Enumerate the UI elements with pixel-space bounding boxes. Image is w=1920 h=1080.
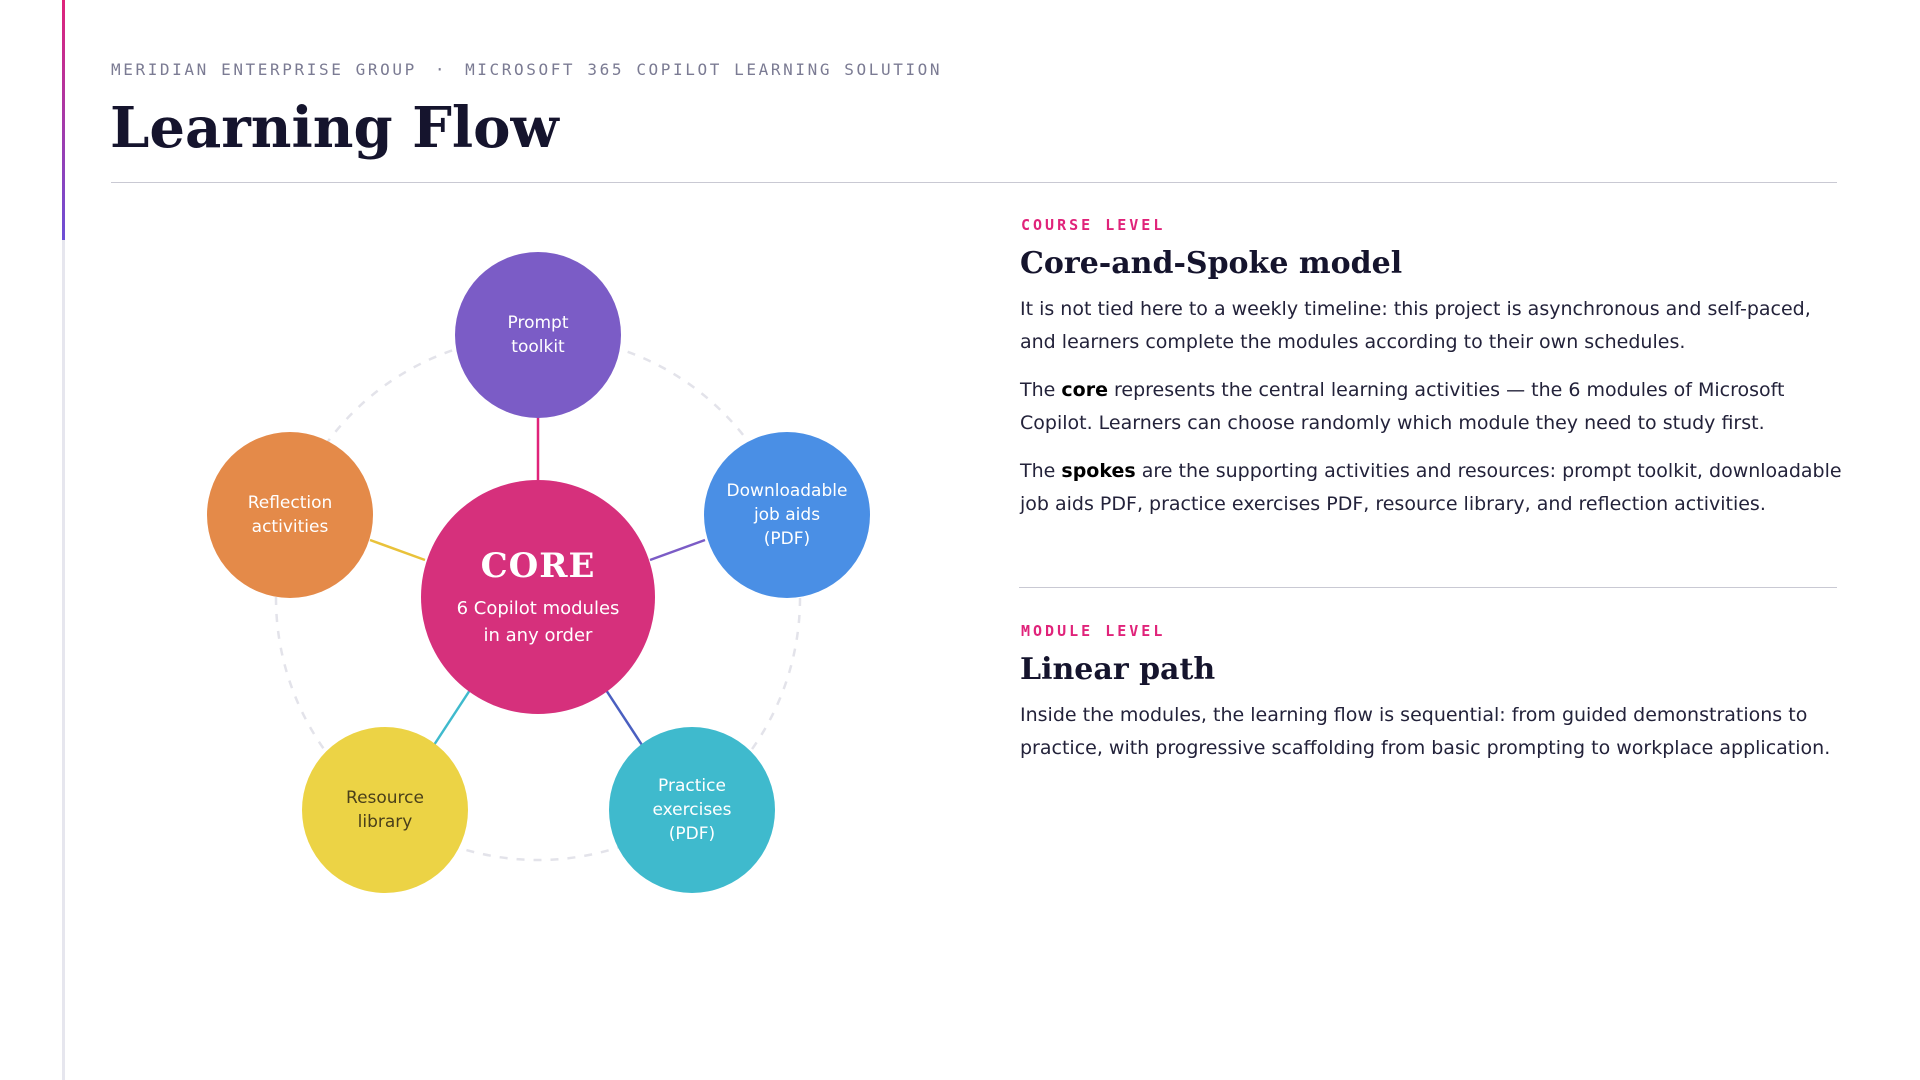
course-level-label: COURSE LEVEL bbox=[1021, 216, 1166, 234]
page-title: Learning Flow bbox=[110, 95, 559, 161]
spoke-prompt-toolkit: Prompt toolkit bbox=[455, 252, 621, 418]
header-divider bbox=[111, 182, 1837, 183]
connector-downloadable-job-aids bbox=[649, 538, 706, 562]
core-node: CORE 6 Copilot modules in any order bbox=[421, 480, 655, 714]
course-paragraph-3: The spokes are the supporting activities… bbox=[1020, 455, 1850, 521]
module-level-title: Linear path bbox=[1020, 652, 1216, 687]
spoke-label: toolkit bbox=[511, 337, 565, 357]
spoke-label: Practice bbox=[658, 776, 726, 796]
spoke-label: job aids bbox=[753, 505, 821, 525]
p3-text-post: are the supporting activities and resour… bbox=[1020, 460, 1842, 515]
module-paragraph-1: Inside the modules, the learning flow is… bbox=[1020, 704, 1831, 759]
spoke-label: Downloadable bbox=[726, 481, 848, 501]
spoke-label: library bbox=[357, 812, 413, 832]
orbit-ring bbox=[274, 334, 802, 862]
spoke-label: Resource bbox=[346, 788, 424, 808]
diagram-connectors bbox=[274, 334, 802, 862]
spoke-label: activities bbox=[251, 517, 329, 537]
section-divider bbox=[1019, 587, 1837, 588]
course-paragraph-2: The core represents the central learning… bbox=[1020, 374, 1850, 440]
connector-practice-exercises bbox=[604, 689, 644, 746]
spoke-label: Prompt bbox=[507, 313, 569, 333]
spoke-resource-library: Resource library bbox=[302, 727, 468, 893]
spoke-reflection-activities: Reflection activities bbox=[207, 432, 373, 598]
core-subtitle-line2: in any order bbox=[483, 625, 593, 646]
course-paragraph-1: It is not tied here to a weekly timeline… bbox=[1020, 298, 1811, 353]
connector-reflection-activities bbox=[369, 538, 426, 562]
p3-emphasis-spokes: spokes bbox=[1061, 460, 1136, 482]
solution-name: MICROSOFT 365 COPILOT LEARNING SOLUTION bbox=[465, 60, 943, 79]
org-name: MERIDIAN ENTERPRISE GROUP bbox=[111, 60, 417, 79]
eyebrow-separator: · bbox=[434, 60, 448, 79]
spoke-label: exercises bbox=[652, 800, 732, 820]
p2-text-post: represents the central learning activiti… bbox=[1020, 379, 1785, 434]
core-subtitle-line1: 6 Copilot modules bbox=[456, 598, 620, 619]
spoke-downloadable-job-aids: Downloadable job aids (PDF) bbox=[704, 432, 870, 598]
connector-resource-library bbox=[432, 689, 472, 746]
course-level-title: Core-and-Spoke model bbox=[1020, 246, 1403, 281]
module-level-label: MODULE LEVEL bbox=[1021, 622, 1166, 640]
p3-text-pre: The bbox=[1020, 460, 1062, 482]
accent-bar bbox=[62, 0, 65, 1080]
spoke-label: Reflection bbox=[247, 493, 333, 513]
p2-emphasis-core: core bbox=[1061, 379, 1108, 401]
p2-text-pre: The bbox=[1020, 379, 1062, 401]
spoke-label: (PDF) bbox=[763, 529, 811, 549]
spoke-practice-exercises: Practice exercises (PDF) bbox=[609, 727, 775, 893]
header-eyebrow: MERIDIAN ENTERPRISE GROUP · MICROSOFT 365 … bbox=[111, 60, 942, 79]
core-title: CORE bbox=[480, 546, 596, 586]
core-spoke-diagram: Prompt toolkit Downloadable job aids (PD… bbox=[207, 252, 870, 893]
spoke-label: (PDF) bbox=[668, 824, 716, 844]
